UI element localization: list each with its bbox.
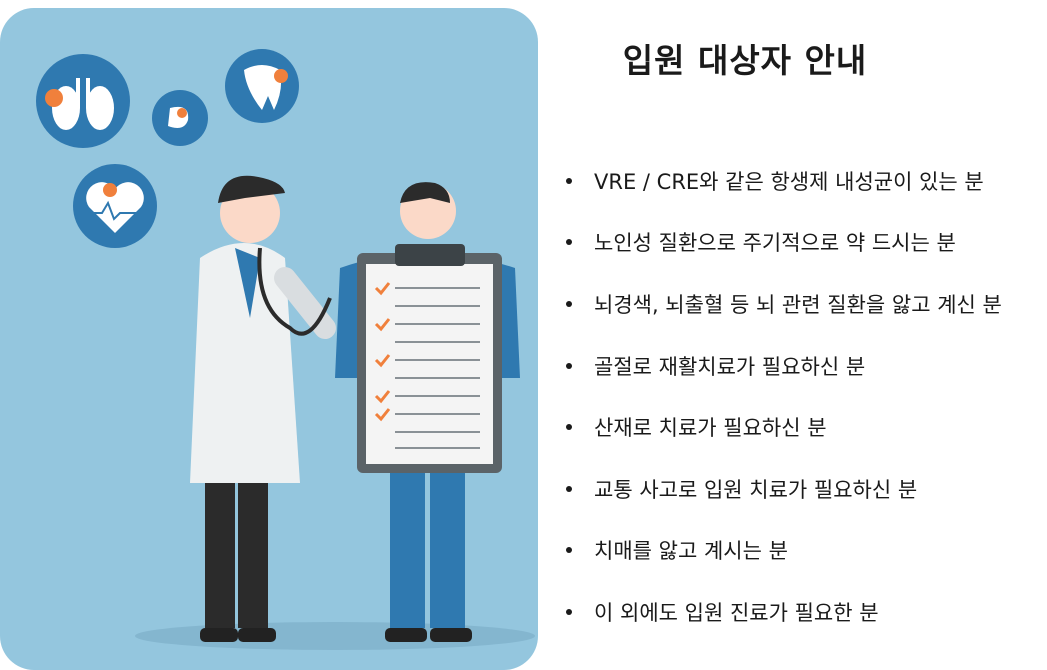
bullet-icon xyxy=(566,485,572,492)
bullet-icon xyxy=(566,239,572,246)
list-item: 골절로 재활치료가 필요하신 분 xyxy=(562,335,1002,397)
bullet-icon xyxy=(566,362,572,369)
bullet-icon xyxy=(566,177,572,184)
list-item: VRE / CRE와 같은 항생제 내성균이 있는 분 xyxy=(562,150,1002,212)
page-title: 입원 대상자 안내 xyxy=(622,41,868,80)
tooth-icon xyxy=(225,49,299,123)
heart-icon xyxy=(73,164,157,248)
illustration-panel xyxy=(0,8,538,670)
doctor-figure xyxy=(190,175,336,642)
stomach-icon xyxy=(152,90,208,146)
list-item-text: 치매를 앓고 계시는 분 xyxy=(594,539,788,564)
list-item-text: 산재로 치료가 필요하신 분 xyxy=(594,416,827,441)
eligibility-list: VRE / CRE와 같은 항생제 내성균이 있는 분 노인성 질환으로 주기적… xyxy=(562,150,1002,643)
list-item: 치매를 앓고 계시는 분 xyxy=(562,520,1002,582)
list-item-text: 이 외에도 입원 진료가 필요한 분 xyxy=(594,600,879,625)
list-item-text: VRE / CRE와 같은 항생제 내성균이 있는 분 xyxy=(594,169,984,194)
bullet-icon xyxy=(566,547,572,554)
lungs-icon xyxy=(36,54,130,148)
list-item-text: 뇌경색, 뇌출혈 등 뇌 관련 질환을 앓고 계신 분 xyxy=(594,292,1002,317)
clipboard-icon xyxy=(357,244,502,473)
bullet-icon xyxy=(566,300,572,307)
list-item: 이 외에도 입원 진료가 필요한 분 xyxy=(562,581,1002,643)
list-item-text: 골절로 재활치료가 필요하신 분 xyxy=(594,354,866,379)
bullet-icon xyxy=(566,608,572,615)
bullet-icon xyxy=(566,424,572,431)
list-item: 뇌경색, 뇌출혈 등 뇌 관련 질환을 앓고 계신 분 xyxy=(562,273,1002,335)
doctor-patient-illustration xyxy=(36,49,535,650)
list-item: 산재로 치료가 필요하신 분 xyxy=(562,396,1002,458)
list-item-text: 교통 사고로 입원 치료가 필요하신 분 xyxy=(594,477,918,502)
list-item: 노인성 질환으로 주기적으로 약 드시는 분 xyxy=(562,212,1002,274)
list-item-text: 노인성 질환으로 주기적으로 약 드시는 분 xyxy=(594,231,956,256)
list-item: 교통 사고로 입원 치료가 필요하신 분 xyxy=(562,458,1002,520)
